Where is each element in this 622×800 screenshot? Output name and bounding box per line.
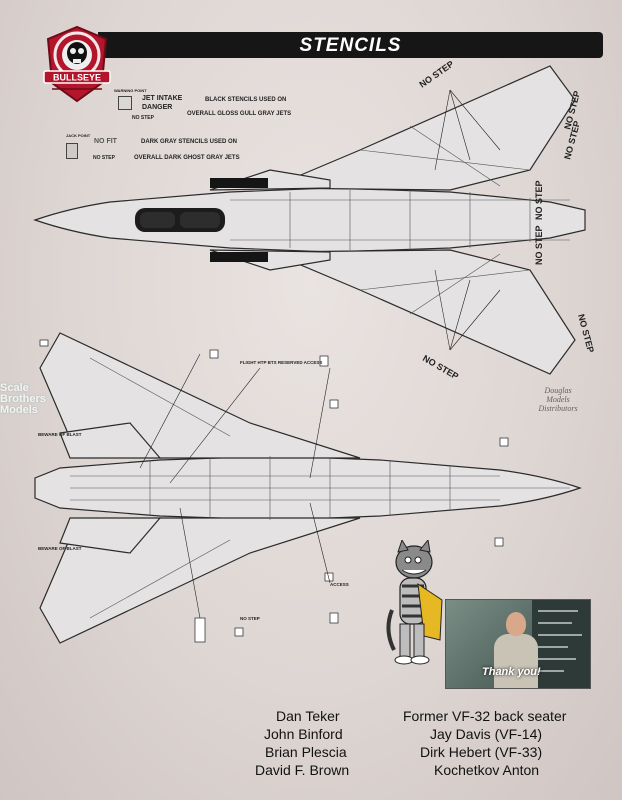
legend-no-fit: NO FIT (94, 138, 117, 145)
black-stencil-swatch (118, 96, 132, 110)
credits-names: Dan Teker John Binford Brian Plescia Dav… (255, 707, 349, 779)
top-no-step-3: NO STEP (534, 180, 544, 220)
scale-brothers-watermark: Scale Brothers Models (0, 382, 46, 416)
bottom-beware-blast-2: BEWARE OF BLAST (38, 546, 82, 551)
person-head (506, 612, 526, 636)
legend-black-sample-top: WARNING POINT (114, 88, 147, 93)
credits-roles: Former VF-32 back seater Jay Davis (VF-1… (403, 707, 566, 779)
credit-name: Brian Plescia (265, 744, 347, 760)
thank-you-photo: Thank you! (445, 599, 591, 689)
page-title: STENCILS (299, 35, 402, 56)
legend-black-desc-2: OVERALL GLOSS GULL GRAY JETS (187, 111, 292, 117)
credit-role: Jay Davis (VF-14) (430, 726, 543, 742)
gray-stencil-swatch (66, 143, 78, 159)
photo-caption: Thank you! (482, 666, 541, 678)
top-no-step-1: NO STEP (417, 60, 455, 90)
legend-gray-sample-top: JACK POINT (66, 133, 91, 138)
chalkboard (532, 600, 590, 688)
bottom-flight-access: FLIGHT HTP BTS RESERVED ACCESS (240, 360, 322, 365)
legend-gray-step: NO STEP (93, 155, 115, 161)
tomcat-mascot-illustration (386, 540, 443, 665)
aircraft-top-view: NO STEP NO STEP NO STEP NO STEP NO STEP … (33, 60, 596, 381)
legend-gray-desc-1: DARK GRAY STENCILS USED ON (141, 139, 238, 145)
bottom-access: ACCESS (330, 582, 349, 587)
legend-jet-intake: JET INTAKE DANGER (142, 95, 183, 111)
legend-gray-desc-2: OVERALL DARK GHOST GRAY JETS (134, 155, 240, 161)
credit-name: Dan Teker (276, 708, 340, 724)
svg-text:BULLSEYE: BULLSEYE (53, 73, 101, 83)
header-bar: STENCILS (98, 32, 603, 58)
credit-name: David F. Brown (255, 762, 350, 778)
bottom-beware-blast-1: BEWARE OF BLAST (38, 432, 82, 437)
credit-name: John Binford (264, 726, 343, 742)
legend-black-desc-1: BLACK STENCILS USED ON (205, 97, 287, 103)
credit-role: Former VF-32 back seater (403, 708, 567, 724)
aircraft-bottom-view: BEWARE OF BLAST BEWARE OF BLAST NO STEP … (34, 332, 582, 644)
douglas-models-badge: Douglas Models Distributors (538, 386, 578, 413)
bullseye-logo: BULLSEYE (43, 25, 111, 103)
credit-role: Dirk Hebert (VF-33) (420, 744, 543, 760)
person-body (494, 634, 538, 688)
top-no-step-4: NO STEP (534, 225, 544, 265)
bottom-no-step: NO STEP (240, 616, 260, 621)
legend-black-step: NO STEP (132, 115, 154, 121)
credit-role: Kochetkov Anton (434, 762, 540, 778)
